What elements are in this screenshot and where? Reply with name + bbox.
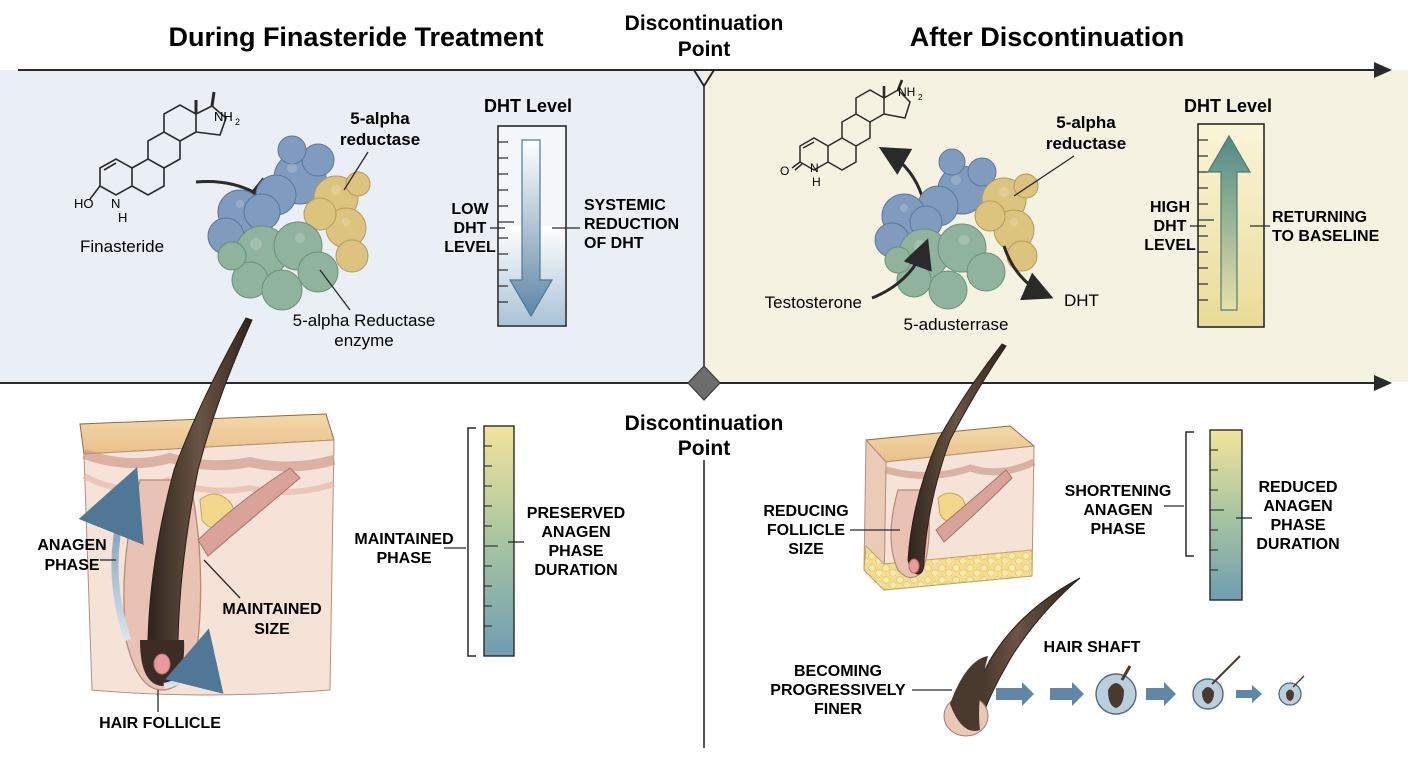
shortening-line2: ANAGEN: [1083, 502, 1152, 519]
shaft-arrow-1: [996, 682, 1034, 706]
low-dht-level-line1: LOW: [451, 201, 489, 218]
anagen-bar-right-ticks: [1210, 449, 1224, 571]
release-arrow: [878, 147, 924, 197]
finasteride-nh2: NH: [214, 109, 233, 124]
returning-baseline-line2: TO BASELINE: [1272, 228, 1380, 245]
right-top-panel: [704, 70, 1408, 382]
enzyme-caption-left-line2: enzyme: [334, 331, 394, 350]
becoming-finer-line2: PROGRESSIVELY: [770, 682, 906, 699]
maintained-phase-line1: MAINTAINED: [354, 531, 453, 548]
high-dht-level-line2: DHT: [1154, 218, 1187, 235]
middle-timeline-arrowhead: [1374, 375, 1392, 391]
dht-down-arrow: [508, 139, 554, 318]
high-dht-level-line3: LEVEL: [1144, 237, 1196, 254]
shrinking-follicle-illustration: [863, 343, 1036, 592]
maintained-phase-line2: PHASE: [376, 550, 431, 567]
finasteride-molecule: [89, 91, 227, 200]
finasteride-ho: HO: [74, 196, 94, 211]
preserved-line4: DURATION: [534, 562, 617, 579]
high-dht-level-line1: HIGH: [1150, 199, 1190, 216]
reducing-follicle-line2: FOLLICLE: [767, 522, 846, 539]
enzyme-caption-right: 5-adusterrase: [904, 315, 1009, 334]
reduced-line2: ANAGEN: [1263, 498, 1332, 515]
testosterone-molecule: [791, 79, 911, 171]
top-timeline-arrowhead: [1374, 62, 1392, 78]
dht-level-title-left: DHT Level: [484, 96, 572, 116]
enzyme-title-left-line1: 5-alpha: [350, 109, 410, 128]
low-dht-level-line2: DHT: [454, 220, 487, 237]
enzyme-title-left-line2: reductase: [340, 130, 420, 149]
maintained-size-line2: SIZE: [254, 621, 290, 638]
anagen-phase-left-line1: ANAGEN: [37, 537, 106, 554]
systemic-reduction-line3: OF DHT: [584, 235, 644, 252]
reduced-line4: DURATION: [1256, 536, 1339, 553]
maintained-phase-bracket: [467, 427, 476, 657]
anagen-bar-right: [1209, 429, 1243, 601]
reduced-line1: REDUCED: [1258, 479, 1337, 496]
testosterone-nh2-subscript: 2: [918, 93, 923, 102]
low-dht-level-line3: LEVEL: [444, 239, 496, 256]
enzyme-title-right-line1: 5-alpha: [1056, 113, 1116, 132]
anagen-bar-left: [483, 425, 515, 657]
shortening-bracket: [1185, 431, 1194, 557]
enzyme-caption-left-line1: 5-alpha Reductase: [293, 311, 436, 330]
maintained-size-line1: MAINTAINED: [222, 601, 321, 618]
reducing-follicle-line1: REDUCING: [763, 503, 848, 520]
dht-level-title-right: DHT Level: [1184, 96, 1272, 116]
anagen-bar-left-ticks: [484, 445, 498, 627]
healthy-follicle-illustration: [78, 317, 336, 696]
testosterone-nh2: NH: [898, 85, 915, 99]
discontinuation-point-bottom-line1: Discontinuation: [625, 412, 784, 435]
enzyme-title-right-line2: reductase: [1046, 134, 1126, 153]
shaft-arrow-2: [1050, 682, 1084, 706]
discontinuation-diamond: [687, 365, 721, 401]
anagen-phase-left-line2: PHASE: [44, 557, 99, 574]
hair-follicle-label: HAIR FOLLICLE: [99, 715, 221, 732]
systemic-reduction-line2: REDUCTION: [584, 216, 679, 233]
dht-up-arrow: [1206, 134, 1252, 311]
hair-shaft-label: HAIR SHAFT: [1044, 639, 1141, 656]
hair-shaft-sequence: [943, 577, 1305, 737]
shaft-arrow-3: [1146, 682, 1176, 706]
testosterone-o: O: [780, 164, 789, 178]
maintained-size-leader: [203, 559, 241, 599]
reduced-line3: PHASE: [1270, 517, 1325, 534]
finasteride-nh2-subscript: 2: [235, 117, 240, 127]
title-after-discontinuation: After Discontinuation: [910, 22, 1185, 52]
systemic-reduction-line1: SYSTEMIC: [584, 197, 666, 214]
discontinuation-point-top-line1: Discontinuation: [625, 12, 784, 35]
preserved-line1: PRESERVED: [527, 505, 625, 522]
testosterone-h: H: [812, 175, 821, 189]
enzyme-caption-left-leader: [319, 269, 351, 311]
enzyme-protein-left: [207, 135, 371, 311]
dht-output-arrow: [1002, 245, 1054, 301]
reducing-follicle-line3: SIZE: [788, 541, 824, 558]
shaft-arrow-4: [1236, 685, 1262, 703]
preserved-line3: PHASE: [548, 543, 603, 560]
becoming-finer-line1: BECOMING: [794, 663, 882, 680]
finasteride-label: Finasteride: [80, 237, 164, 256]
becoming-finer-line3: FINER: [814, 701, 862, 718]
finasteride-n: N: [111, 196, 120, 211]
testosterone-label: Testosterone: [765, 293, 862, 312]
dht-product-label: DHT: [1064, 291, 1099, 310]
enzyme-title-left-leader: [343, 151, 369, 191]
preserved-line2: ANAGEN: [541, 524, 610, 541]
discontinuation-point-top-line2: Point: [678, 38, 731, 61]
returning-baseline-line1: RETURNING: [1272, 209, 1367, 226]
shortening-line3: PHASE: [1090, 521, 1145, 538]
discontinuation-point-bottom-line2: Point: [678, 437, 731, 460]
testosterone-n: N: [810, 161, 819, 175]
dht-gauge-right-ticks: [1198, 139, 1214, 301]
title-during-treatment: During Finasteride Treatment: [168, 22, 543, 52]
testosterone-input-arrow: [871, 238, 932, 300]
dht-gauge-left-ticks: [498, 141, 514, 303]
enzyme-title-right-leader: [1013, 155, 1075, 197]
finasteride-h: H: [118, 210, 127, 225]
shortening-line1: SHORTENING: [1065, 483, 1172, 500]
